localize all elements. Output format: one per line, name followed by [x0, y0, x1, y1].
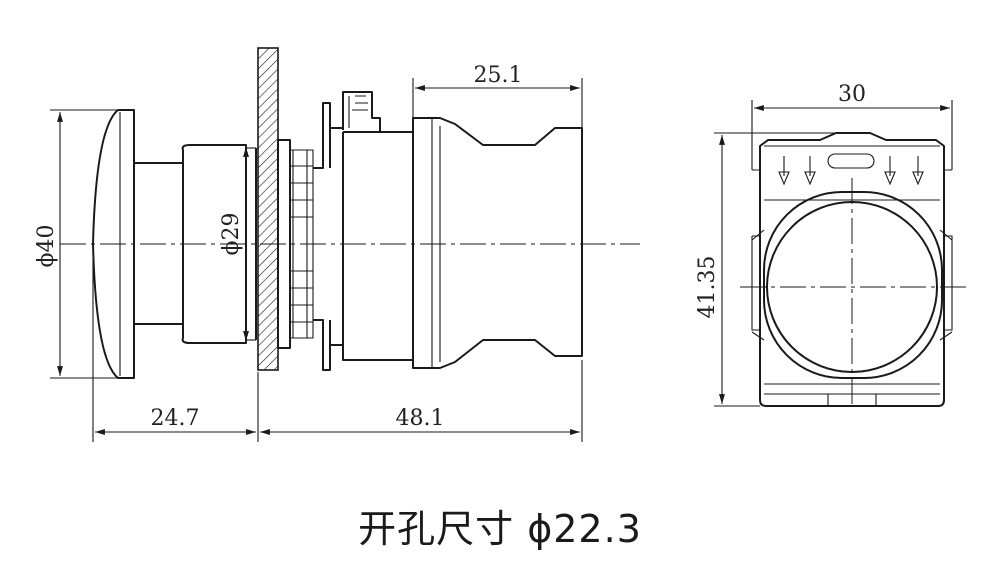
side-view: ϕ40 ϕ29 25.1 24.7 48.1 [34, 47, 640, 442]
latch [342, 91, 381, 132]
body-diameter-label: ϕ29 [219, 213, 244, 256]
neck [134, 162, 183, 325]
front-housing [759, 132, 945, 407]
front-height-label: 41.35 [695, 256, 720, 319]
dim-head-diameter: ϕ40 [34, 109, 118, 379]
contact-block [412, 117, 583, 369]
dim-rear-length: 25.1 [412, 63, 583, 128]
dim-body-diameter: ϕ29 [219, 147, 249, 341]
bezel [763, 191, 943, 379]
body-length-label: 48.1 [396, 406, 445, 431]
dim-front-height: 41.35 [695, 132, 836, 407]
front-width-label: 30 [838, 82, 866, 107]
dim-bottom: 24.7 48.1 [92, 260, 583, 442]
adapter [313, 102, 331, 371]
top-slot [827, 153, 875, 169]
rear-length-label: 25.1 [474, 63, 523, 88]
collar-ring [181, 144, 247, 344]
mushroom-head [92, 109, 135, 379]
head-diameter-label: ϕ40 [34, 225, 59, 268]
dim-front-width: 30 [751, 82, 953, 170]
cutout-caption: 开孔尺寸 ϕ22.3 [358, 507, 642, 551]
arrow-marks [778, 156, 924, 186]
mounting-panel [257, 47, 279, 371]
head-length-label: 24.7 [151, 406, 200, 431]
front-view: 30 41.35 [695, 82, 966, 407]
contact-body [342, 131, 414, 361]
